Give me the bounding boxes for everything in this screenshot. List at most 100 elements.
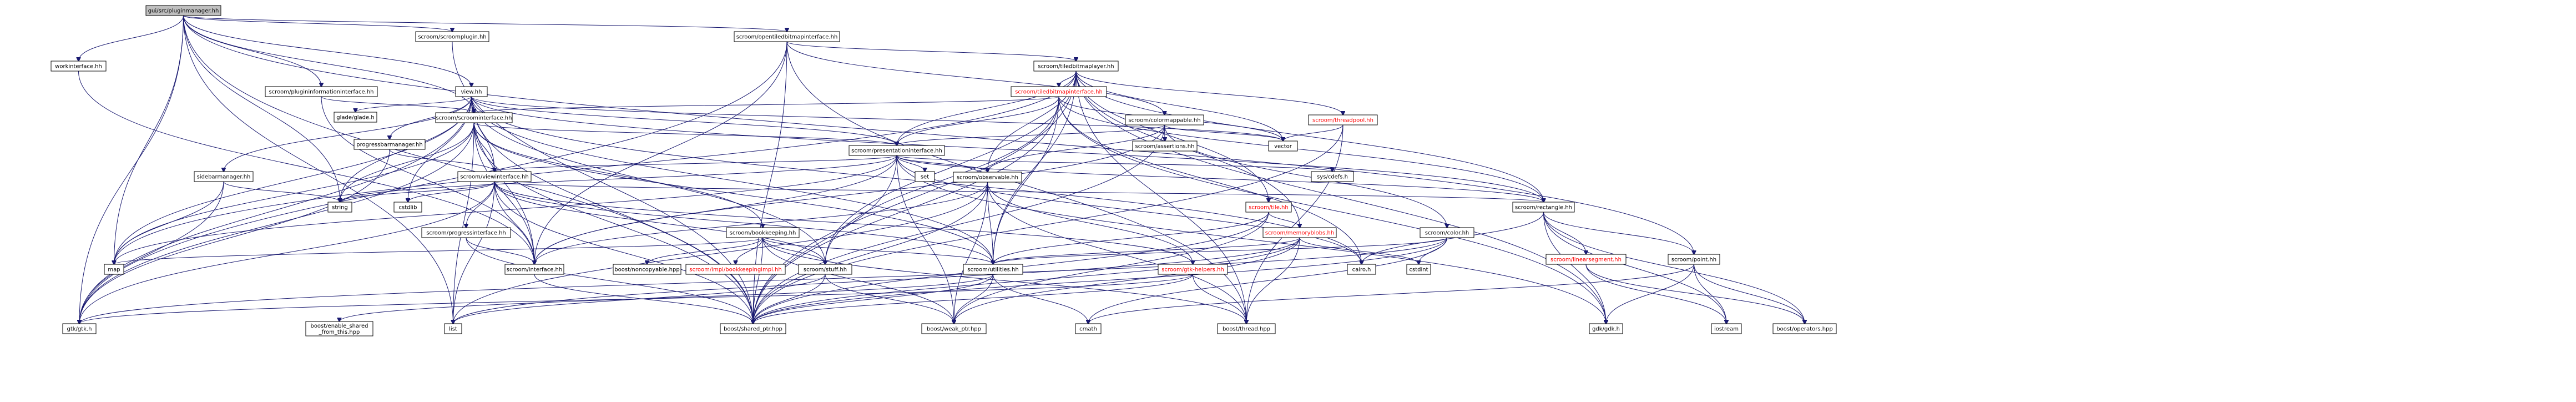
node-boost-shared-ptr-hpp[interactable]: boost/shared_ptr.hpp bbox=[720, 323, 786, 334]
node-gui-src-pluginmanager-hh[interactable]: gui/src/pluginmanager.hh bbox=[145, 5, 221, 16]
edge-scroom-rectangle-hh-to-iostream bbox=[1543, 212, 1727, 324]
edge-scroom-scroominterface-hh-to-scroom-utilities-hh bbox=[473, 122, 993, 264]
node-cstdlib[interactable]: cstdlib bbox=[393, 202, 422, 213]
edge-scroom-viewinterface-hh-to-list bbox=[453, 181, 495, 324]
node-box bbox=[963, 264, 1023, 275]
node-scroom-tiledbitmaplayer-hh[interactable]: scroom/tiledbitmaplayer.hh bbox=[1033, 61, 1119, 72]
node-label: scroom/stuff.hh bbox=[804, 267, 847, 273]
node-scroom-scroominterface-hh[interactable]: scroom/scroominterface.hh bbox=[435, 112, 513, 123]
node-box bbox=[1011, 86, 1107, 97]
edge-scroom-threadpool-hh-to-vector bbox=[1283, 124, 1343, 141]
edge-scroom-tiledbitmapinterface-hh-to-scroom-stuff-hh bbox=[825, 96, 1059, 264]
node-box bbox=[50, 61, 107, 72]
edge-scroom-presentationinterface-hh-to-gdk-gdk-h bbox=[896, 155, 1606, 324]
node-label: scroom/interface.hh bbox=[507, 267, 562, 273]
node-scroom-observable-hh[interactable]: scroom/observable.hh bbox=[953, 172, 1022, 183]
node-box bbox=[1262, 227, 1337, 238]
edge-progressbarmanager-hh-to-scroom-viewinterface-hh bbox=[389, 149, 494, 172]
node-label: scroom/point.hh bbox=[1671, 257, 1716, 263]
node-boost-weak-ptr-hpp[interactable]: boost/weak_ptr.hpp bbox=[921, 323, 987, 334]
node-gtk-gtk-h[interactable]: gtk/gtk.h bbox=[62, 323, 97, 334]
node-boost-noncopyable-hpp[interactable]: boost/noncopyable.hpp bbox=[613, 264, 681, 275]
node-box bbox=[915, 171, 935, 182]
node-box bbox=[457, 171, 532, 182]
node-box bbox=[1420, 227, 1474, 238]
node-cairo-h[interactable]: cairo.h bbox=[1347, 264, 1376, 275]
node-cmath[interactable]: cmath bbox=[1075, 323, 1102, 334]
edge-scroom-memoryblobs-hh-to-cstdint bbox=[1299, 237, 1419, 264]
edge-scroom-color-hh-to-cmath bbox=[1088, 237, 1447, 324]
node-label: boost/enable_shared bbox=[310, 323, 368, 329]
edge-scroom-stuff-hh-to-boost-weak-ptr-hpp bbox=[825, 274, 954, 324]
node-scroom-scroomplugin-hh[interactable]: scroom/scroomplugin.hh bbox=[415, 31, 489, 42]
edge-scroom-observable-hh-to-list bbox=[453, 182, 988, 324]
node-list[interactable]: list bbox=[444, 323, 462, 334]
node-cstdint[interactable]: cstdint bbox=[1406, 264, 1431, 275]
node-map[interactable]: map bbox=[104, 264, 124, 275]
node-vector[interactable]: vector bbox=[1268, 140, 1298, 152]
node-view-hh[interactable]: view.hh bbox=[455, 86, 488, 97]
node-scroom-color-hh[interactable]: scroom/color.hh bbox=[1420, 227, 1474, 238]
node-scroom-progressinterface-hh[interactable]: scroom/progressinterface.hh bbox=[421, 227, 511, 238]
node-sidebarmanager-hh[interactable]: sidebarmanager.hh bbox=[194, 171, 254, 182]
node-label: progressbarmanager.hh bbox=[356, 142, 422, 148]
node-scroom-tile-hh[interactable]: scroom/tile.hh bbox=[1245, 202, 1292, 213]
edge-scroom-opentiledbitmapinterface-hh-to-scroom-colormappable-hh bbox=[786, 41, 1165, 115]
node-string[interactable]: string bbox=[327, 202, 352, 213]
edge-scroom-tiledbitmaplayer-hh-to-scroom-observable-hh bbox=[988, 71, 1077, 172]
node-scroom-interface-hh[interactable]: scroom/interface.hh bbox=[504, 264, 564, 275]
node-set[interactable]: set bbox=[915, 171, 935, 182]
node-scroom-colormappable-hh[interactable]: scroom/colormappable.hh bbox=[1125, 114, 1204, 125]
node-label: gdk/gdk.h bbox=[1592, 326, 1620, 333]
node-label: workinterface.hh bbox=[55, 64, 102, 70]
node-iostream[interactable]: iostream bbox=[1711, 323, 1742, 334]
node-scroom-memoryblobs-hh[interactable]: scroom/memoryblobs.hh bbox=[1262, 227, 1337, 238]
node-boost-enable-shared-from-this-hpp[interactable]: boost/enable_shared_from_this.hpp bbox=[305, 321, 373, 336]
node-scroom-utilities-hh[interactable]: scroom/utilities.hh bbox=[963, 264, 1023, 275]
node-box bbox=[734, 31, 840, 42]
node-workinterface-hh[interactable]: workinterface.hh bbox=[50, 61, 107, 72]
edge-scroom-viewinterface-hh-to-string bbox=[340, 181, 495, 202]
node-scroom-point-hh[interactable]: scroom/point.hh bbox=[1668, 254, 1720, 265]
node-scroom-plugininformationinterface-hh[interactable]: scroom/plugininformationinterface.hh bbox=[265, 86, 378, 97]
node-scroom-bookkeeping-hh[interactable]: scroom/bookkeeping.hh bbox=[726, 227, 800, 238]
node-label: scroom/opentiledbitmapinterface.hh bbox=[736, 34, 838, 41]
node-box bbox=[1347, 264, 1376, 275]
edge-scroom-presentationinterface-hh-to-scroom-observable-hh bbox=[896, 155, 988, 172]
edge-scroom-threadpool-hh-to-boost-thread-hpp bbox=[1246, 124, 1343, 324]
node-box bbox=[415, 31, 489, 42]
node-gdk-gdk-h[interactable]: gdk/gdk.h bbox=[1589, 323, 1623, 334]
edge-view-hh-to-sidebarmanager-hh bbox=[224, 96, 472, 172]
edge-scroom-memoryblobs-hh-to-boost-shared-ptr-hpp bbox=[753, 237, 1300, 324]
edge-scroom-tiledbitmaplayer-hh-to-scroom-threadpool-hh bbox=[1075, 71, 1343, 115]
edge-scroom-observable-hh-to-boost-weak-ptr-hpp bbox=[954, 182, 988, 324]
edge-scroom-presentationinterface-hh-to-boost-weak-ptr-hpp bbox=[896, 155, 954, 324]
node-scroom-linearsegment-hh[interactable]: scroom/linearsegment.hh bbox=[1545, 254, 1627, 265]
node-scroom-opentiledbitmapinterface-hh[interactable]: scroom/opentiledbitmapinterface.hh bbox=[734, 31, 840, 42]
node-progressbarmanager-hh[interactable]: progressbarmanager.hh bbox=[353, 139, 426, 150]
edge-scroom-scroominterface-hh-to-string bbox=[340, 122, 474, 202]
node-label: scroom/progressinterface.hh bbox=[426, 230, 506, 237]
node-scroom-assertions-hh[interactable]: scroom/assertions.hh bbox=[1132, 140, 1198, 152]
node-boost-operators-hpp[interactable]: boost/operators.hpp bbox=[1772, 323, 1837, 334]
node-box bbox=[1311, 171, 1354, 182]
node-scroom-threadpool-hh[interactable]: scroom/threadpool.hh bbox=[1308, 114, 1378, 125]
node-scroom-viewinterface-hh[interactable]: scroom/viewinterface.hh bbox=[457, 171, 532, 182]
edge-scroom-rectangle-hh-to-cairo-h bbox=[1362, 212, 1544, 264]
node-box bbox=[726, 227, 800, 238]
node-scroom-presentationinterface-hh[interactable]: scroom/presentationinterface.hh bbox=[848, 145, 945, 156]
edge-scroom-observable-hh-to-boost-thread-hpp bbox=[987, 182, 1247, 324]
edge-scroom-presentationinterface-hh-to-scroom-interface-hh bbox=[534, 155, 897, 264]
node-scroom-gtk-helpers-hh[interactable]: scroom/gtk-helpers.hh bbox=[1158, 264, 1228, 275]
node-sys-cdefs-h[interactable]: sys/cdefs.h bbox=[1311, 171, 1354, 182]
node-scroom-stuff-hh[interactable]: scroom/stuff.hh bbox=[798, 264, 852, 275]
edge-scroom-color-hh-to-gtk-gtk-h bbox=[79, 237, 1447, 324]
edge-scroom-tiledbitmapinterface-hh-to-scroom-utilities-hh bbox=[993, 96, 1059, 264]
node-boost-thread-hpp[interactable]: boost/thread.hpp bbox=[1217, 323, 1276, 334]
node-scroom-impl-bookkeepingimpl-hh[interactable]: scroom/impl/bookkeepingimpl.hh bbox=[685, 264, 786, 275]
node-scroom-tiledbitmapinterface-hh[interactable]: scroom/tiledbitmapinterface.hh bbox=[1011, 86, 1107, 97]
node-scroom-rectangle-hh[interactable]: scroom/rectangle.hh bbox=[1512, 202, 1575, 213]
node-glade-glade-h[interactable]: glade/glade.h bbox=[334, 112, 377, 123]
node-label: scroom/bookkeeping.hh bbox=[730, 230, 796, 237]
